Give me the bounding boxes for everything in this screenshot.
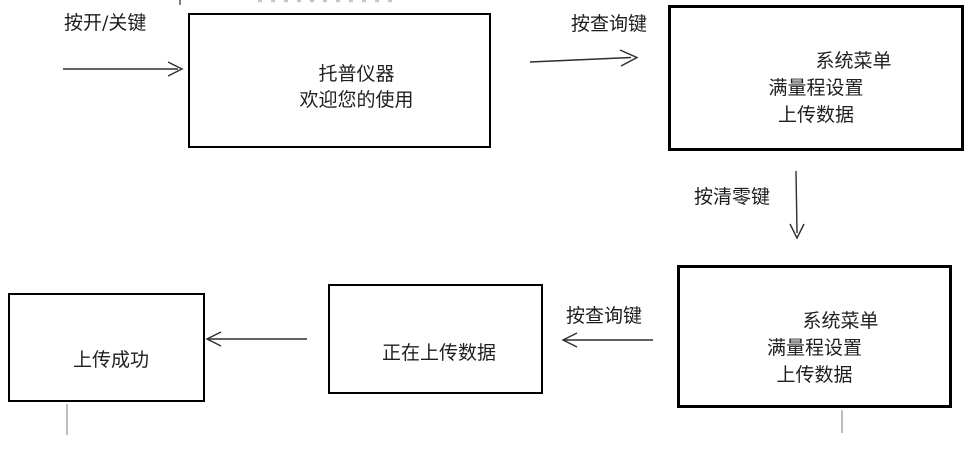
node-text-line: 满量程设置: [766, 337, 862, 359]
node-system-menu-1: 系统菜单 满量程设置 上传数据: [668, 5, 964, 151]
node-text-line: 系统菜单: [802, 310, 879, 332]
node-text-line: 上传成功: [72, 349, 149, 371]
arrow-down-icon: [789, 170, 805, 240]
arrow-left-icon: [561, 332, 653, 348]
edge-label-query-key-top: 按查询键: [571, 13, 648, 35]
arrow-left-icon: [205, 331, 307, 347]
node-text-line: 上传数据: [776, 364, 853, 386]
node-text-line: 欢迎您的使用: [299, 89, 414, 111]
node-system-menu-2: 系统菜单 满量程设置 上传数据: [677, 265, 952, 408]
edge-label-query-key-bottom: 按查询键: [566, 305, 643, 327]
node-text-line: 满量程设置: [768, 77, 864, 99]
arrow-right-icon: [63, 61, 184, 77]
node-text-line: 上传数据: [777, 104, 854, 126]
arrow-right-icon: [529, 49, 639, 67]
node-welcome-screen: 托普仪器 欢迎您的使用: [188, 13, 491, 148]
node-upload-success: 上传成功: [8, 293, 205, 402]
node-text-line: 托普仪器: [318, 63, 395, 85]
node-text-line: 系统菜单: [815, 50, 892, 72]
edge-label-clear-key: 按清零键: [694, 186, 771, 208]
node-uploading-data: 正在上传数据: [328, 284, 543, 394]
node-text-line: 正在上传数据: [381, 342, 496, 364]
edge-label-power-key: 按开/关键: [64, 12, 147, 34]
